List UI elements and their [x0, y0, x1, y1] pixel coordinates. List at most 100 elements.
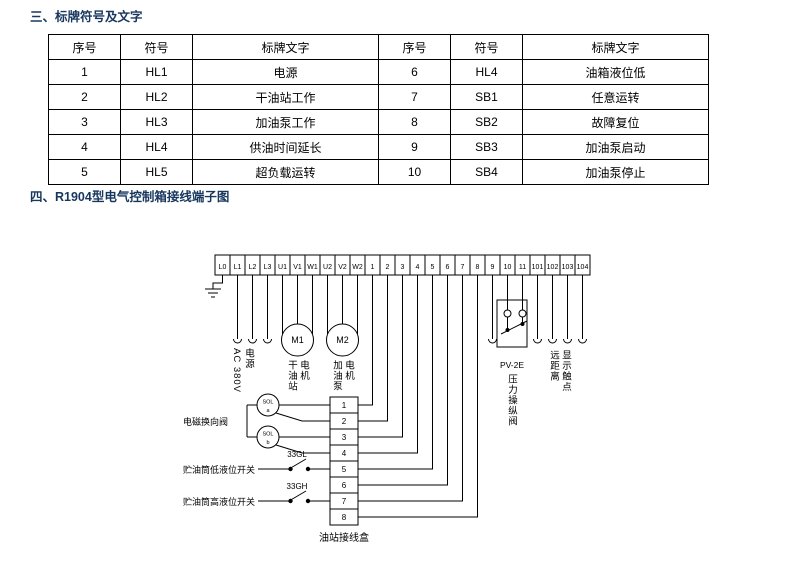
table-cell: 超负载运转 — [192, 159, 379, 185]
solenoid-a-text: SOL — [262, 400, 273, 406]
junction-cell-number: 2 — [342, 417, 347, 426]
pressure-valve-caption: 压力操纵阀 — [506, 374, 517, 427]
table-cell: 干油站工作 — [192, 84, 379, 110]
pressure-valve-contact — [518, 309, 527, 318]
table-cell: 故障复位 — [522, 109, 709, 135]
terminal-label: W1 — [307, 264, 318, 271]
motor-m1-circle — [281, 323, 314, 357]
table-header-cell: 序号 — [48, 34, 121, 60]
pressure-valve-contact — [503, 309, 512, 318]
high-level-switch-caption: 贮油筒高液位开关 — [183, 497, 256, 507]
table-row: 3 HL3 加油泵工作 8 SB2 故障复位 — [48, 109, 709, 135]
table-cell: 4 — [48, 134, 121, 160]
terminal-label: W2 — [352, 264, 363, 271]
table-row: 4 HL4 供油时间延长 9 SB3 加油泵启动 — [48, 134, 709, 160]
contact-dot — [305, 466, 311, 472]
contact-dot — [520, 322, 525, 326]
solenoid-b-text: SOL — [262, 432, 273, 438]
terminal-label: U1 — [278, 264, 287, 271]
pressure-valve-box — [496, 299, 528, 348]
table-cell: 9 — [378, 134, 451, 160]
table-cell: SB1 — [450, 84, 523, 110]
table-cell: 1 — [48, 59, 121, 85]
motor-m2-label: M2 — [336, 335, 349, 345]
high-level-switch — [258, 490, 330, 502]
wiring-diagram: L0 L1 L2 L3 U1 V1 W1 U2 V2 W2 1 2 3 4 5 … — [0, 228, 800, 566]
table-cell: SB3 — [450, 134, 523, 160]
terminal-label: L1 — [234, 264, 242, 271]
low-level-switch-tag: 33GL — [287, 450, 307, 459]
table-cell: HL3 — [120, 109, 193, 135]
terminal-label: 1 — [371, 264, 375, 271]
diagram-canvas: L0 L1 L2 L3 U1 V1 W1 U2 V2 W2 1 2 3 4 5 … — [205, 254, 591, 526]
terminal-label: 103 — [562, 264, 574, 271]
table-cell: 3 — [48, 109, 121, 135]
junction-cell-number: 3 — [342, 433, 347, 442]
motor-wires — [282, 275, 358, 334]
table-cell: 2 — [48, 84, 121, 110]
junction-cell-number: 8 — [342, 513, 347, 522]
junction-box-separators — [330, 412, 358, 510]
pressure-valve-model: PV-2E — [500, 360, 524, 370]
table-cell: HL5 — [120, 159, 193, 185]
table-cell: 8 — [378, 109, 451, 135]
table-cell: 电源 — [192, 59, 379, 85]
table-cell: HL2 — [120, 84, 193, 110]
terminal-label: 3 — [401, 264, 405, 271]
wires-and-symbols — [205, 254, 591, 526]
motor-m2-caption: 加油泵 电机 — [331, 360, 354, 392]
nameplate-table: 序号 符号 标牌文字 序号 符号 标牌文字 1 HL1 电源 6 HL4 油箱液… — [48, 34, 709, 185]
table-header-row: 序号 符号 标牌文字 序号 符号 标牌文字 — [48, 34, 709, 60]
power-label: AC 380V 电源 — [231, 348, 254, 394]
table-header-cell: 序号 — [378, 34, 451, 60]
contact-dot — [505, 328, 510, 332]
low-level-switch — [258, 458, 330, 470]
solenoid-valve-caption: 电磁换向阀 — [183, 417, 229, 427]
solenoid-b-sub: b — [266, 440, 269, 446]
table-cell: 10 — [378, 159, 451, 185]
terminal-label: V2 — [338, 264, 347, 271]
table-cell: HL4 — [450, 59, 523, 85]
terminal-label: L2 — [249, 264, 257, 271]
remote-contacts-caption: 远距离 显示触点 — [548, 350, 571, 392]
motor-m2-circle — [326, 323, 359, 357]
solenoid-wires — [246, 404, 330, 454]
terminal-label: 9 — [491, 264, 495, 271]
table-header-cell: 符号 — [450, 34, 523, 60]
table-cell: 加油泵工作 — [192, 109, 379, 135]
terminal-label: 6 — [446, 264, 450, 271]
motor-m1-label: M1 — [291, 335, 304, 345]
table-cell: 加油泵停止 — [522, 159, 709, 185]
contact-dot — [288, 466, 293, 472]
solenoid-a-sub: a — [266, 408, 270, 414]
terminal-label: 11 — [519, 264, 526, 271]
remote-wires — [537, 275, 583, 339]
table-cell: SB4 — [450, 159, 523, 185]
junction-cell-number: 4 — [342, 449, 347, 458]
section-title-3: 三、标牌符号及文字 — [30, 10, 143, 24]
low-level-switch-caption: 贮油筒低液位开关 — [183, 465, 256, 475]
terminal-label: 7 — [461, 264, 465, 271]
contact-dot — [288, 498, 293, 504]
valve-wires — [492, 275, 523, 339]
table-cell: 加油泵启动 — [522, 134, 709, 160]
junction-cell-number: 5 — [342, 465, 347, 474]
table-cell: HL4 — [120, 134, 193, 160]
terminal-label: 8 — [476, 264, 480, 271]
junction-cell-number: 6 — [342, 481, 347, 490]
power-wires — [237, 275, 268, 339]
motor-m1-caption: 干油站 电机 — [286, 360, 309, 392]
junction-wires — [358, 275, 478, 518]
contact-dot — [305, 498, 311, 504]
terminal-label: 104 — [577, 264, 589, 271]
terminal-separators — [229, 255, 576, 275]
terminal-label: 5 — [431, 264, 435, 271]
table-header-cell: 标牌文字 — [192, 34, 379, 60]
junction-cell-number: 1 — [342, 401, 347, 410]
terminal-label: V1 — [293, 264, 302, 271]
table-cell: 任意运转 — [522, 84, 709, 110]
table-header-cell: 标牌文字 — [522, 34, 709, 60]
pressure-valve-internals — [500, 300, 528, 335]
terminal-label: 10 — [504, 264, 512, 271]
table-cell: 7 — [378, 84, 451, 110]
